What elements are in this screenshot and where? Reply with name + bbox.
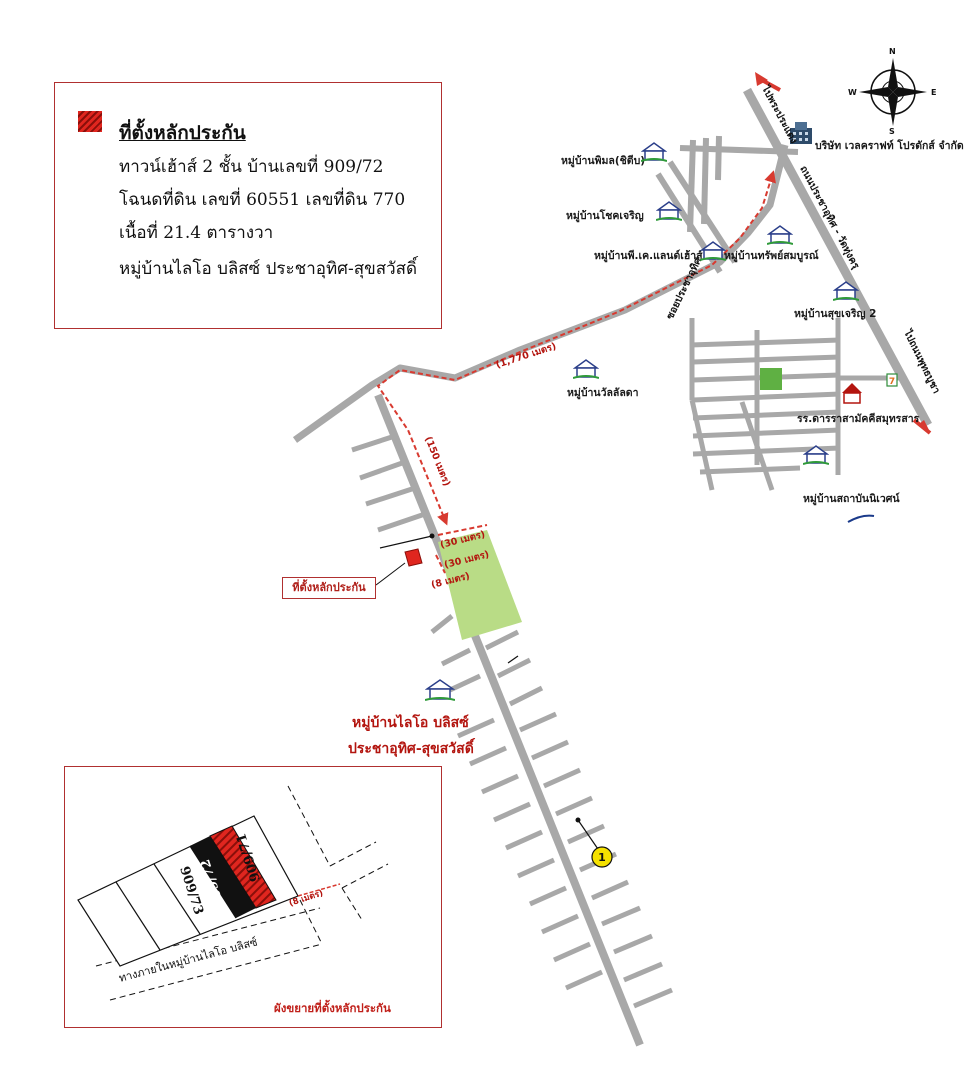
project-main-road: [374, 393, 644, 1047]
point-marker-number: 1: [598, 851, 606, 864]
project-name-line1: หมู่บ้านไลโอ บลิสซ์: [352, 715, 469, 731]
house-icon: [833, 281, 859, 301]
legend-line-building: ทาวน์เฮ้าส์ 2 ชั้น บ้านเลขที่ 909/72: [119, 157, 384, 177]
legend-box: ที่ตั้งหลักประกัน ทาวน์เฮ้าส์ 2 ชั้น บ้า…: [54, 82, 442, 329]
compass-rose: [859, 58, 927, 126]
east-park: [760, 368, 782, 390]
leader-lines: [379, 535, 601, 853]
route-path: [376, 170, 776, 574]
poi-village-pk-land: หมู่บ้านพี.เค.แลนด์เฮ้าส์: [594, 250, 703, 262]
legend-title: ที่ตั้งหลักประกัน: [119, 122, 246, 144]
blue-mark: [847, 514, 875, 523]
compass-n: N: [889, 47, 896, 56]
legend-line-area: เนื้อที่ 21.4 ตารางวา: [119, 223, 274, 243]
house-icon: [803, 445, 829, 465]
point-dot-2: [575, 817, 581, 823]
poi-village-phimon: หมู่บ้านพิมล(ชิตีบ): [561, 155, 646, 167]
distance-150: (150 เมตร): [422, 435, 452, 488]
poi-school: รร.ดารราสามัคคีสมุทรสาร: [797, 413, 920, 425]
point-dot-1: [429, 533, 435, 539]
inset-caption: ผังขยายที่ตั้งหลักประกัน: [274, 1001, 391, 1015]
collateral-marker-label: ที่ตั้งหลักประกัน: [282, 577, 376, 599]
poi-village-chokcharoen: หมู่บ้านโชคเจริญ: [566, 210, 644, 222]
inset-plan: [77, 785, 389, 1001]
house-icon: [656, 201, 682, 221]
road-label-to-phra-pradaeng: ไปพระประแดง: [759, 82, 801, 145]
house-icon: [425, 679, 455, 701]
project-branches-east: [456, 629, 673, 1009]
project-branches-west: [351, 433, 482, 693]
direction-arrows: [755, 72, 932, 435]
house-icon: [767, 225, 793, 245]
east-village-grid: [689, 318, 905, 491]
main-road: [743, 87, 932, 428]
school-icon: [842, 383, 862, 404]
inset-lot-black: [190, 836, 256, 918]
project-name-line2: ประชาอุทิศ-สุขสวัสดิ์: [348, 741, 474, 757]
legend-line-village: หมู่บ้านไลโอ บลิสซ์ ประชาอุทิศ-สุขสวัสดิ…: [119, 259, 418, 279]
marker-pointer: [375, 562, 406, 586]
collateral-marker[interactable]: [404, 548, 423, 567]
collateral-swatch: [78, 111, 102, 132]
legend-line-deed: โฉนดที่ดิน เลขที่ 60551 เลขที่ดิน 770: [119, 190, 406, 210]
compass-w: W: [848, 88, 857, 97]
inset-frame: [64, 766, 442, 1028]
poi-village-sathaban: หมู่บ้านสถาบันนิเวศน์: [803, 493, 900, 505]
house-icon: [641, 142, 667, 162]
company-building-icon: [790, 122, 812, 144]
compass-e: E: [931, 88, 937, 97]
point-marker-1[interactable]: [591, 846, 613, 868]
store-badge-icon: [886, 373, 898, 387]
store-badge-text: 7: [889, 377, 895, 387]
house-icon: [700, 241, 726, 261]
inset-lot-collateral: [209, 825, 277, 909]
poi-village-wonsalada: หมู่บ้านวัลลัลดา: [567, 387, 639, 399]
poi-company: บริษัท เวลคราฟท์ โปรดักส์ จำกัด: [815, 140, 964, 152]
poi-village-suk-charoen-2: หมู่บ้านสุขเจริญ 2: [794, 308, 877, 320]
house-icon: [573, 359, 599, 379]
compass-s: S: [889, 127, 895, 136]
poi-village-sap-sombun: หมู่บ้านทรัพย์สมบูรณ์: [724, 250, 819, 262]
green-area: [438, 530, 522, 640]
